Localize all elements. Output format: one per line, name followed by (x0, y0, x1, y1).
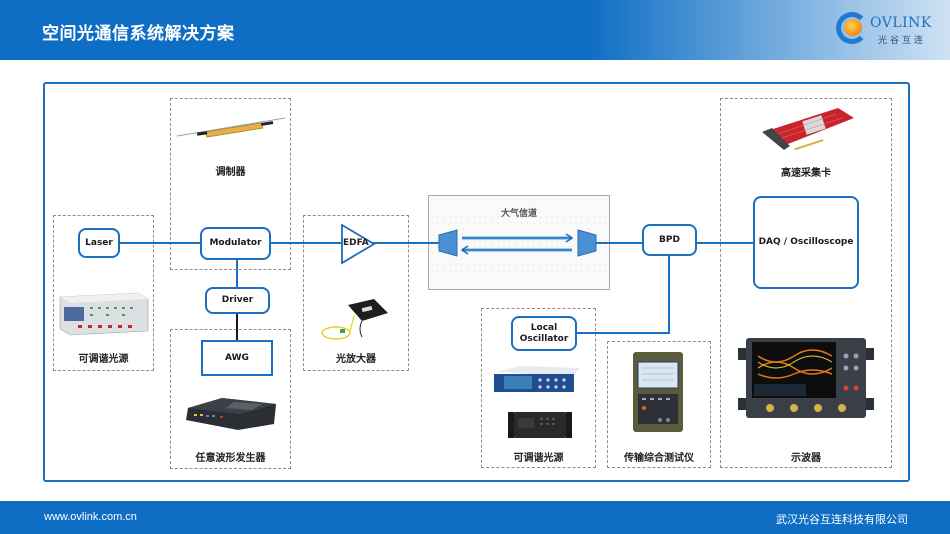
beam-link (438, 229, 597, 257)
wire-edfa-telescope (372, 242, 440, 244)
wire-driver-awg (236, 313, 238, 341)
awg-device-image (186, 398, 276, 430)
tunable-laser-label-right: 可调谐光源 (513, 453, 564, 464)
wire-laser-modulator (118, 242, 200, 244)
group-daq (720, 98, 892, 468)
node-laser[interactable]: Laser (78, 228, 120, 258)
edfa-label: EDFA (343, 238, 369, 248)
oscilloscope-label: 示波器 (791, 453, 821, 464)
tx-telescope-icon (438, 229, 458, 257)
atmospheric-channel (428, 195, 610, 290)
oscilloscope-image (738, 338, 874, 418)
wire-bpd-daq (696, 242, 754, 244)
group-awg (170, 329, 291, 469)
wire-modulator-edfa (270, 242, 344, 244)
tunable-laser-label-left: 可调谐光源 (78, 354, 129, 365)
node-awg[interactable]: AWG (201, 340, 273, 376)
group-laser (53, 215, 154, 371)
tunable-laser-image-right (494, 366, 580, 438)
node-modulator[interactable]: Modulator (200, 227, 271, 260)
company-logo: OVLINK 光谷互连 (834, 10, 944, 50)
modulator-device-label: 调制器 (215, 167, 246, 178)
awg-device-label: 任意波形发生器 (195, 453, 266, 464)
node-bpd[interactable]: BPD (642, 224, 697, 256)
amplifier-device-image (321, 299, 388, 340)
group-tester (607, 341, 711, 468)
amplifier-triangle-icon (341, 223, 376, 265)
arrow-left-icon (460, 245, 469, 255)
page-title: 空间光通信系统解决方案 (42, 24, 235, 44)
daq-card-label: 高速采集卡 (781, 168, 831, 179)
tunable-laser-image-left (59, 292, 149, 336)
wire-telescope-bpd (595, 242, 643, 244)
local-oscillator-label: Local Oscillator (519, 322, 569, 344)
rx-telescope-icon (577, 229, 597, 257)
header-bar: 空间光通信系统解决方案 OVLINK 光谷互连 (0, 0, 950, 60)
wire-lo-bpd (576, 332, 670, 334)
wire-modulator-driver (236, 259, 238, 287)
footer-url[interactable]: www.ovlink.com.cn (44, 511, 137, 523)
logo-brand-cn: 光谷互连 (878, 36, 927, 46)
arrow-right-icon (565, 233, 574, 243)
group-edfa (303, 215, 409, 371)
amplifier-label: 光放大器 (336, 354, 376, 365)
channel-title: 大气信道 (500, 209, 537, 219)
group-modulator (170, 98, 291, 270)
modulator-device-image (176, 117, 286, 138)
footer-company: 武汉光谷互连科技有限公司 (776, 513, 908, 526)
node-driver[interactable]: Driver (205, 287, 270, 314)
transmission-tester-label: 传输综合测试仪 (624, 453, 694, 464)
logo-brand: OVLINK (870, 15, 932, 31)
logo-sun-icon (844, 19, 862, 36)
node-edfa[interactable] (340, 223, 376, 265)
logo-ring-icon (836, 12, 868, 44)
daq-card-image (762, 108, 854, 151)
node-daq-oscilloscope[interactable]: DAQ / Oscilloscope (753, 196, 859, 289)
node-local-oscillator[interactable]: Local Oscillator (511, 316, 577, 351)
wire-bpd-down (668, 256, 670, 334)
group-local-oscillator (481, 308, 596, 468)
footer-bar: www.ovlink.com.cn 武汉光谷互连科技有限公司 (0, 501, 950, 534)
transmission-tester-image (633, 352, 683, 432)
diagram-frame (43, 82, 910, 482)
